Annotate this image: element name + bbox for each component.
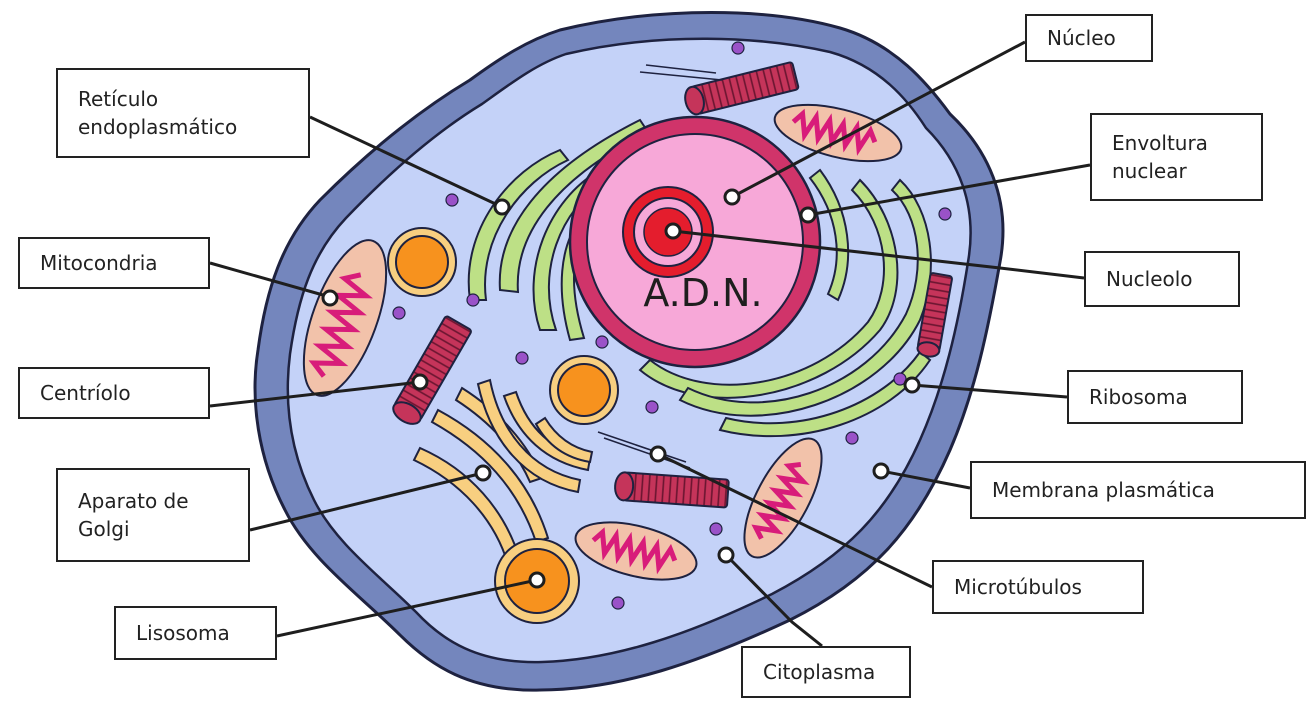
label-envoltura-nuclear: Envoltura nuclear	[1090, 113, 1263, 201]
label-nucleolo: Nucleolo	[1084, 251, 1240, 307]
label-ribosoma: Ribosoma	[1067, 370, 1243, 424]
label-aparato-de-golgi: Aparato de Golgi	[56, 468, 250, 562]
label-nucleo: Núcleo	[1025, 14, 1153, 62]
label-mitocondria: Mitocondria	[18, 237, 210, 289]
label-microtubulos: Microtúbulos	[932, 560, 1144, 614]
lysosome-icon	[388, 228, 456, 296]
label-lisosoma: Lisosoma	[114, 606, 277, 660]
label-centriolo: Centríolo	[18, 367, 210, 419]
label-citoplasma: Citoplasma	[741, 646, 911, 698]
label-membrana-plasmatica: Membrana plasmática	[970, 461, 1306, 519]
dna-label: A.D.N.	[643, 271, 762, 315]
lysosome-icon	[550, 356, 618, 424]
label-reticulo-endoplasmatico: Retículo endoplasmático	[56, 68, 310, 158]
